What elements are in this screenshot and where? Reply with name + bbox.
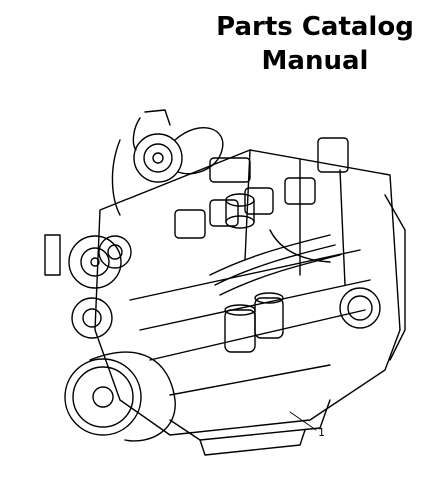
engine-drawing-icon — [44, 109, 406, 456]
flywheel-housing-port — [339, 287, 381, 329]
alternator-pulley — [68, 235, 122, 289]
crank-pulley — [64, 358, 142, 436]
engine-block — [94, 149, 401, 436]
title-line-1: Parts Catalog — [216, 12, 414, 42]
callout-leader — [289, 411, 317, 431]
turbo-housing — [133, 133, 183, 183]
page-title: Parts Catalog Manual — [200, 10, 430, 78]
title-line-2: Manual — [261, 46, 369, 76]
callout-number: 1 — [318, 426, 325, 439]
